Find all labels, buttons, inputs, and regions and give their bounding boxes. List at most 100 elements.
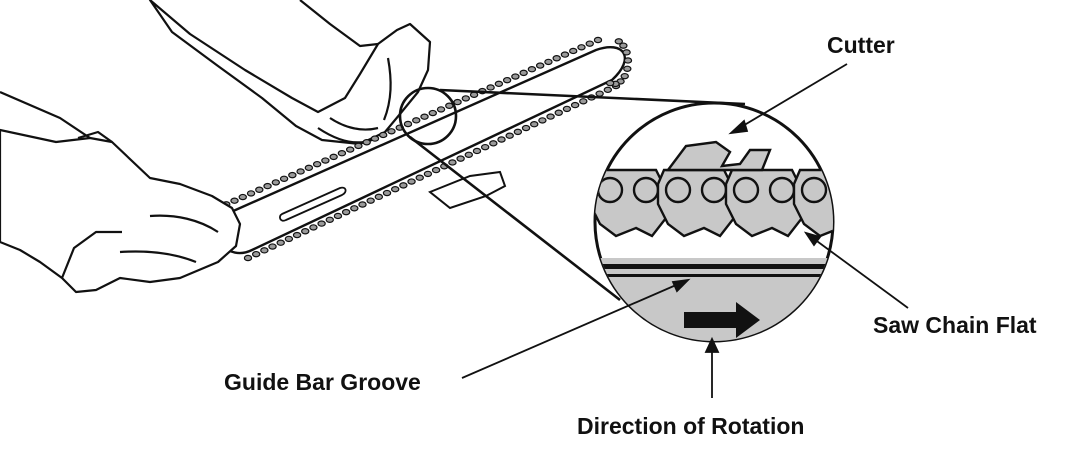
chain-link <box>554 109 563 116</box>
chain-link <box>448 159 457 166</box>
chain-link <box>552 55 561 62</box>
chain-link <box>480 143 490 151</box>
chain-link <box>312 160 322 168</box>
chain-link <box>403 120 413 128</box>
chain-link <box>317 220 326 227</box>
chain-link <box>486 84 495 91</box>
chain-rivet <box>700 176 728 204</box>
magnified-chain-links <box>595 140 862 238</box>
chain-link <box>370 135 380 142</box>
bar-bracket <box>428 170 507 210</box>
chain-rivet <box>768 176 796 204</box>
chain-link <box>288 171 297 179</box>
chain-link <box>333 212 343 220</box>
chain-link <box>391 185 400 193</box>
chain-link <box>246 190 256 197</box>
chain-link <box>535 62 545 69</box>
chain-link <box>622 49 631 56</box>
chain-link <box>329 153 338 161</box>
callout-leaders <box>461 63 909 398</box>
chain-link <box>461 95 471 102</box>
chain-link <box>420 113 429 120</box>
chain-link <box>619 42 628 49</box>
rotation-arrow-icon <box>684 302 760 338</box>
chain-link <box>230 197 239 204</box>
chain-link <box>456 155 465 162</box>
chain-link <box>431 166 441 174</box>
chain-link <box>263 182 272 190</box>
chain-link <box>562 105 572 113</box>
chain-link <box>538 117 547 124</box>
chain-link <box>453 98 462 106</box>
chain-link <box>399 182 408 189</box>
chain-link <box>530 121 539 128</box>
chain-link <box>341 208 351 216</box>
chain-link <box>593 36 603 44</box>
chain-link <box>260 247 269 254</box>
chain-link <box>505 132 514 139</box>
chain-rivet <box>800 176 828 204</box>
chain-rivet <box>838 178 862 202</box>
chain-link <box>577 44 586 51</box>
chain-link <box>279 175 289 182</box>
chain-link <box>238 193 247 201</box>
chain-plate <box>656 168 736 238</box>
chain-link <box>301 228 310 235</box>
chain-link <box>309 224 318 231</box>
label-cutter: Cutter <box>827 32 895 58</box>
chain-link <box>560 51 570 58</box>
chain-link <box>243 254 253 262</box>
chain-link <box>337 150 347 157</box>
chain-link <box>296 168 305 175</box>
chain-link <box>374 193 384 201</box>
chain-link <box>436 106 446 113</box>
label-guide-bar-groove: Guide Bar Groove <box>224 369 421 395</box>
chain-link <box>276 239 285 246</box>
chain-link <box>284 235 294 243</box>
chain-link <box>321 157 330 164</box>
chain-link <box>603 86 613 94</box>
chain-link <box>387 128 396 135</box>
chain-link <box>521 124 531 132</box>
chain-link <box>472 147 482 155</box>
chain-link <box>585 40 594 47</box>
chain-link <box>382 189 392 197</box>
chain-link <box>268 243 277 250</box>
chain-link <box>511 73 520 80</box>
chain-link <box>489 140 498 147</box>
chain-link <box>255 186 264 193</box>
chain-link <box>620 72 629 80</box>
chain-link <box>325 216 334 223</box>
magnified-inset <box>593 101 862 343</box>
chain-rivet <box>732 176 760 204</box>
chain-link <box>519 69 528 77</box>
chain-link <box>350 205 359 212</box>
chain-link <box>502 76 512 84</box>
chain-link <box>292 231 302 239</box>
top-glove-hand <box>148 0 432 146</box>
chain-link <box>423 170 433 178</box>
chain-link <box>415 174 424 181</box>
chain-link <box>527 66 537 73</box>
magnifier-loupe <box>398 86 746 302</box>
chain-link <box>494 80 504 88</box>
chain-link <box>271 179 281 186</box>
chain-link <box>428 109 437 117</box>
chain-link <box>354 142 363 150</box>
chain-link <box>579 98 588 105</box>
chain-link <box>358 201 367 208</box>
chain-link <box>362 139 371 146</box>
chain-link <box>614 38 623 45</box>
chain-plate <box>724 168 804 238</box>
chain-link <box>570 101 580 109</box>
chain-rivet <box>632 176 660 204</box>
chain-link <box>544 58 553 66</box>
chain-link <box>513 128 523 136</box>
chain-link <box>464 151 473 158</box>
chain-link <box>379 131 388 139</box>
label-direction-of-rotation: Direction of Rotation <box>577 413 805 439</box>
chain-link <box>605 79 615 87</box>
chain-link <box>569 47 578 55</box>
